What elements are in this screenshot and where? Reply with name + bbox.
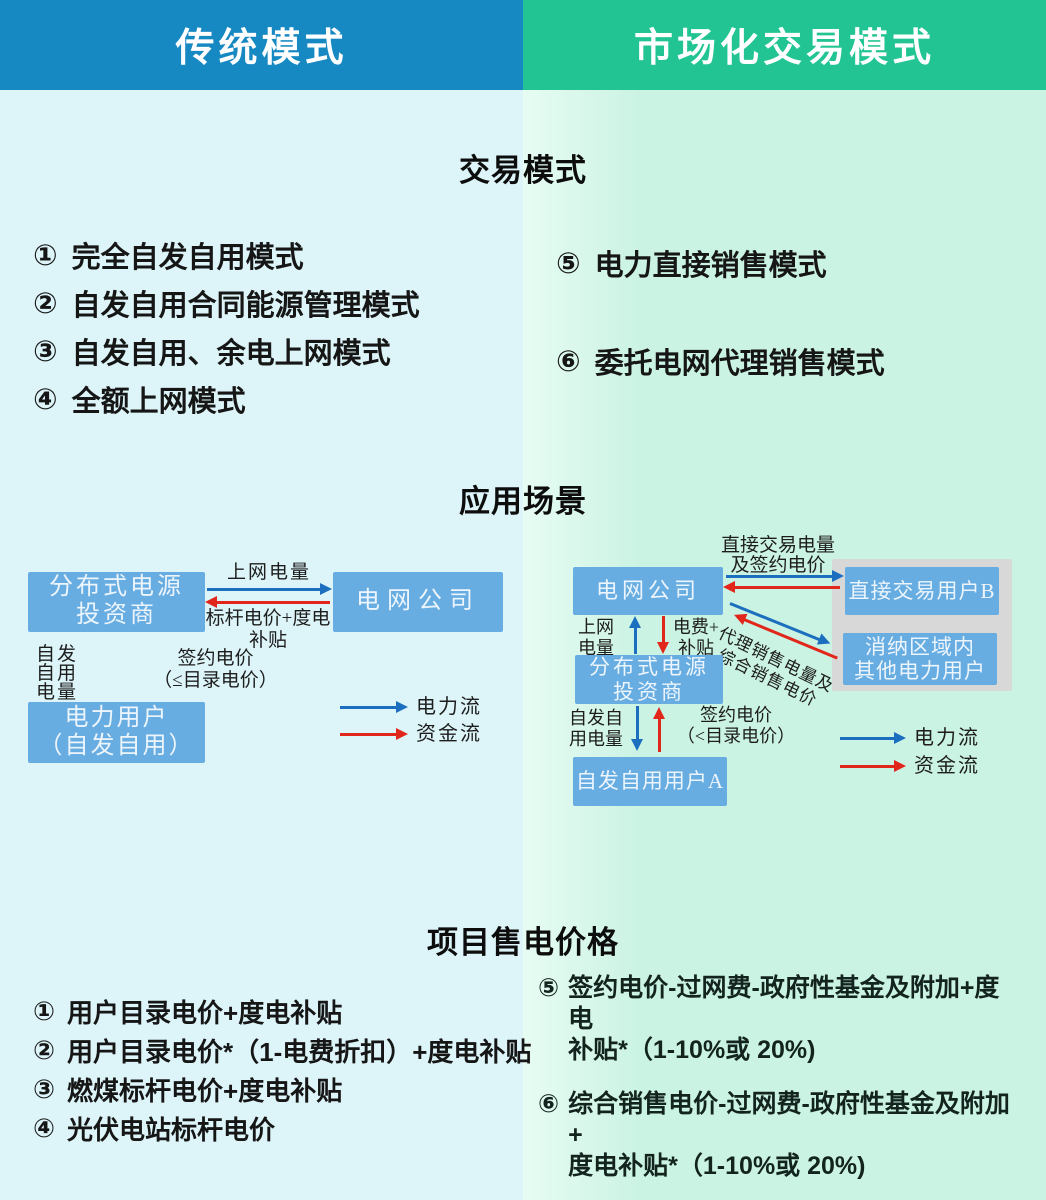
label-contract-price-market: 签约电价 （<目录电价） [676, 705, 796, 746]
legend-power-flow-arrow-icon [340, 701, 408, 713]
box-grid-company-market: 电网公司 [573, 567, 723, 615]
section-title-application: 应用场景 [459, 484, 587, 519]
box-distributed-investor: 分布式电源 投资商 [28, 572, 205, 632]
legend-money-flow-arrow-icon [840, 760, 906, 772]
list-item: ② 用户目录电价*（1-电费折扣）+度电补贴 [33, 1031, 531, 1070]
item-number: ⑥ [538, 1090, 560, 1118]
item-number: ① [33, 996, 56, 1026]
list-item: ④ 全额上网模式 [33, 375, 420, 423]
item-text: 光伏电站标杆电价 [67, 1115, 276, 1145]
item-number: ⑥ [556, 345, 581, 378]
pricing-list-traditional: ① 用户目录电价+度电补贴 ② 用户目录电价*（1-电费折扣）+度电补贴 ③ 燃… [33, 992, 531, 1148]
label-ongrid-energy-market: 上网 电量 [578, 617, 614, 658]
selfuse-power-arrow-down-icon [631, 706, 643, 751]
power-flow-arrow-right-icon [207, 583, 332, 595]
legend-power-flow-arrow-icon [840, 732, 906, 744]
item-text: 综合销售电价-过网费-政府性基金及附加+ 度电补贴*（1-10%或 20%) [568, 1090, 1010, 1180]
direct-trade-power-arrow-icon [726, 570, 844, 582]
item-number: ② [33, 287, 58, 320]
item-text: 用户目录电价+度电补贴 [67, 998, 343, 1028]
list-item: ⑥ 委托电网代理销售模式 [556, 337, 885, 385]
header-market: 市场化交易模式 [523, 0, 1046, 90]
label-benchmark-price-subsidy: 标杆电价+度电 补贴 [205, 608, 331, 651]
item-number: ④ [33, 383, 58, 416]
section-title-trade-mode: 交易模式 [459, 153, 587, 188]
list-item: ④ 光伏电站标杆电价 [33, 1109, 531, 1148]
header-traditional: 传统模式 [0, 0, 523, 90]
legend-money-flow-label: 资金流 [416, 723, 482, 745]
item-number: ③ [33, 1074, 56, 1104]
list-item: ③ 燃煤标杆电价+度电补贴 [33, 1070, 531, 1109]
list-item: ③ 自发自用、余电上网模式 [33, 327, 420, 375]
label-ongrid-energy: 上网电量 [226, 562, 311, 583]
list-item: ② 自发自用合同能源管理模式 [33, 279, 420, 327]
item-number: ④ [33, 1113, 56, 1143]
legend-money-flow-label: 资金流 [914, 755, 980, 777]
item-text: 全额上网模式 [71, 386, 246, 418]
legend-power-flow-label: 电力流 [914, 727, 980, 749]
item-text: 用户目录电价*（1-电费折扣）+度电补贴 [67, 1037, 532, 1067]
label-fee-subsidy: 电费+ 补贴 [672, 617, 720, 658]
item-text: 委托电网代理销售模式 [594, 348, 885, 380]
list-item: ① 完全自发自用模式 [33, 231, 420, 279]
box-other-power-users: 消纳区域内 其他电力用户 [843, 633, 997, 685]
item-text: 电力直接销售模式 [594, 250, 827, 282]
item-number: ⑤ [538, 974, 560, 1002]
item-text: 自发自用、余电上网模式 [71, 338, 391, 370]
item-text: 自发自用合同能源管理模式 [71, 290, 420, 322]
list-item: ① 用户目录电价+度电补贴 [33, 992, 531, 1031]
item-text: 签约电价-过网费-政府性基金及附加+度电 补贴*（1-10%或 20%) [568, 974, 1000, 1064]
contract-money-arrow-up-icon [653, 707, 665, 752]
box-self-use-user-a: 自发自用用户A [573, 757, 727, 806]
label-self-consumed-energy-market: 自发自 用电量 [569, 708, 623, 749]
item-text: 完全自发自用模式 [71, 242, 304, 274]
item-number: ① [33, 239, 58, 272]
fee-money-arrow-down-icon [657, 616, 669, 654]
box-power-user-self: 电力用户 （自发自用） [28, 702, 205, 763]
legend-power-flow-label: 电力流 [416, 696, 482, 718]
list-item: ⑤ 电力直接销售模式 [556, 239, 827, 287]
item-number: ② [33, 1035, 56, 1065]
list-item: ⑥ 综合销售电价-过网费-政府性基金及附加+ 度电补贴*（1-10%或 20%) [538, 1089, 1016, 1182]
section-title-pricing: 项目售电价格 [427, 925, 619, 960]
list-item: ⑤ 签约电价-过网费-政府性基金及附加+度电 补贴*（1-10%或 20%) [538, 973, 1016, 1066]
ongrid-power-arrow-up-icon [629, 616, 641, 654]
box-distributed-investor-market: 分布式电源 投资商 [575, 655, 723, 704]
label-self-consumed-energy: 自发 自用 电量 [36, 644, 79, 703]
legend-money-flow-arrow-icon [340, 728, 408, 740]
item-text: 燃煤标杆电价+度电补贴 [67, 1076, 343, 1106]
money-flow-arrow-left-icon [205, 596, 330, 608]
direct-trade-money-arrow-icon [723, 581, 840, 593]
label-direct-trade: 直接交易电量 及签约电价 [720, 535, 835, 576]
box-direct-trade-user-b: 直接交易用户B [845, 567, 999, 615]
item-number: ⑤ [556, 247, 581, 280]
item-number: ③ [33, 335, 58, 368]
label-contract-price: 签约电价 （≤目录电价） [153, 648, 278, 691]
box-grid-company: 电网公司 [333, 572, 503, 632]
trade-mode-list-traditional: ① 完全自发自用模式 ② 自发自用合同能源管理模式 ③ 自发自用、余电上网模式 … [33, 231, 420, 423]
